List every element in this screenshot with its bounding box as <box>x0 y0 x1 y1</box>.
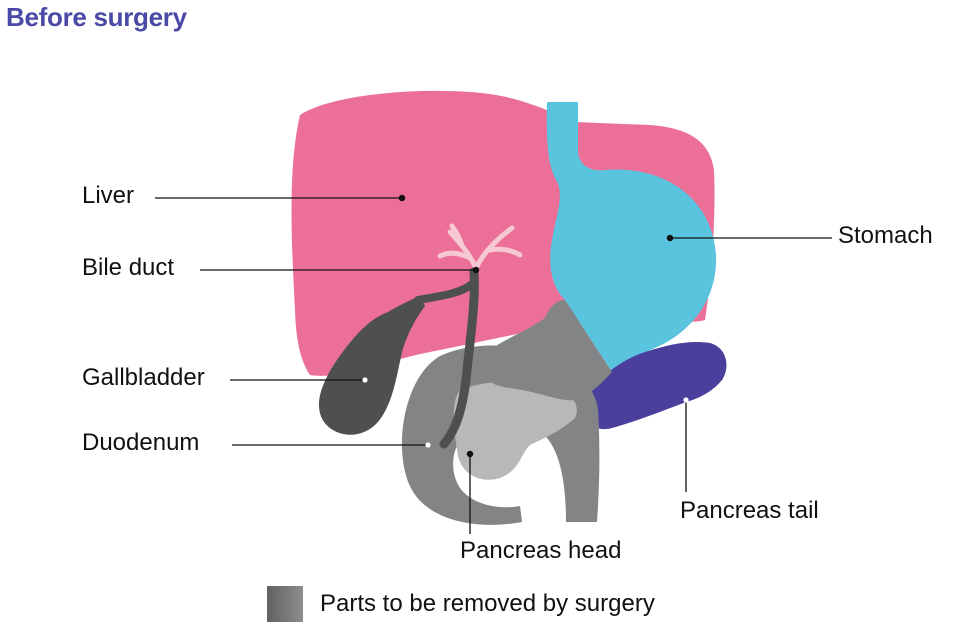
label-bile-duct: Bile duct <box>82 254 175 281</box>
leader-lines <box>155 194 832 534</box>
label-gallbladder: Gallbladder <box>82 364 205 391</box>
legend-swatch <box>267 586 303 622</box>
legend-text: Parts to be removed by surgery <box>320 590 655 617</box>
label-stomach: Stomach <box>838 222 933 249</box>
pancreas-head-shape <box>453 381 577 480</box>
label-pancreas-head: Pancreas head <box>460 537 622 564</box>
label-pancreas-tail: Pancreas tail <box>680 497 819 524</box>
bile-duct-branches <box>437 223 523 271</box>
pancreas-tail-shape <box>575 342 727 430</box>
cystic-duct <box>414 280 476 304</box>
stomach-shape <box>546 102 717 372</box>
label-duodenum: Duodenum <box>82 429 200 456</box>
gallbladder-shape <box>318 296 425 435</box>
diagram-title: Before surgery <box>6 2 187 32</box>
removed-stomach-portion <box>479 300 612 401</box>
label-liver: Liver <box>82 182 135 209</box>
common-bile-duct <box>439 267 479 449</box>
